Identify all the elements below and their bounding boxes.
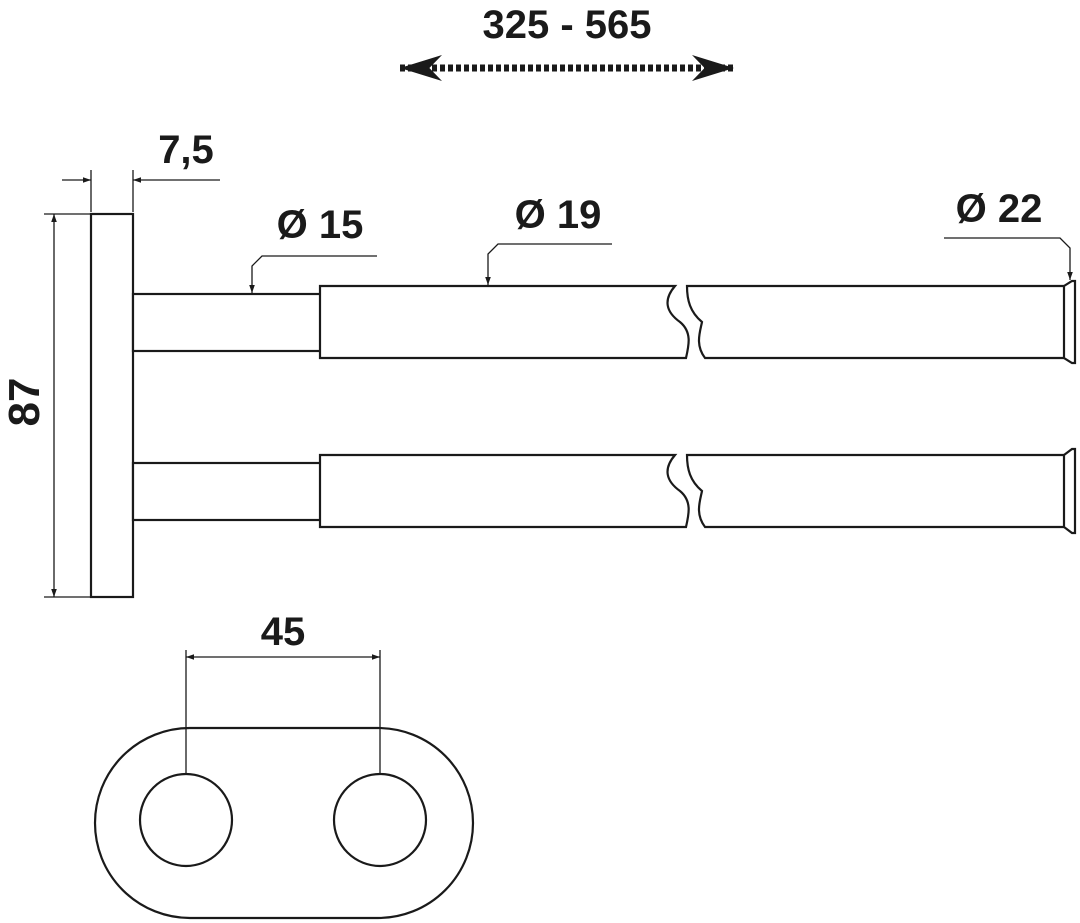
outer-tube-diameter-label: Ø 19 <box>515 193 602 237</box>
hole-spacing-label: 45 <box>261 610 306 654</box>
end-cap <box>1062 447 1077 535</box>
outer-tube-left-segment <box>318 284 690 360</box>
outer-tube-diameter-callout: Ø 19 <box>485 193 612 285</box>
plate-thickness-dimension: 7,5 <box>62 128 220 212</box>
wall-plate <box>89 212 135 599</box>
mounting-hole-left <box>138 772 234 868</box>
plate-thickness-label: 7,5 <box>158 128 214 172</box>
extension-range-label: 325 - 565 <box>482 3 651 47</box>
inner-tube <box>131 461 323 522</box>
end-cap <box>1062 279 1077 365</box>
plate-height-label: 87 <box>0 378 49 427</box>
end-cap-diameter-label: Ø 22 <box>956 187 1043 231</box>
mounting-hole-right <box>332 772 428 868</box>
hole-spacing-dimension: 45 <box>185 610 381 774</box>
end-cap-diameter-callout: Ø 22 <box>944 187 1073 280</box>
outer-tube-right-segment <box>685 284 1067 360</box>
inner-tube-diameter-callout: Ø 15 <box>249 203 377 293</box>
lower-towel-arm <box>131 447 1077 535</box>
wall-plate-front-view <box>93 726 475 920</box>
outer-tube-right-segment <box>685 453 1067 529</box>
wall-plate-side-view <box>89 212 135 599</box>
inner-tube-diameter-label: Ø 15 <box>277 203 364 247</box>
outer-tube-left-segment <box>318 453 690 529</box>
plate-height-dimension: 87 <box>0 213 90 598</box>
upper-towel-arm <box>131 279 1077 365</box>
inner-tube <box>131 292 323 353</box>
leader-line <box>944 237 1073 280</box>
leader-line <box>249 255 377 293</box>
leader-line <box>485 243 612 285</box>
extension-range-dimension: 325 - 565 <box>400 3 734 81</box>
